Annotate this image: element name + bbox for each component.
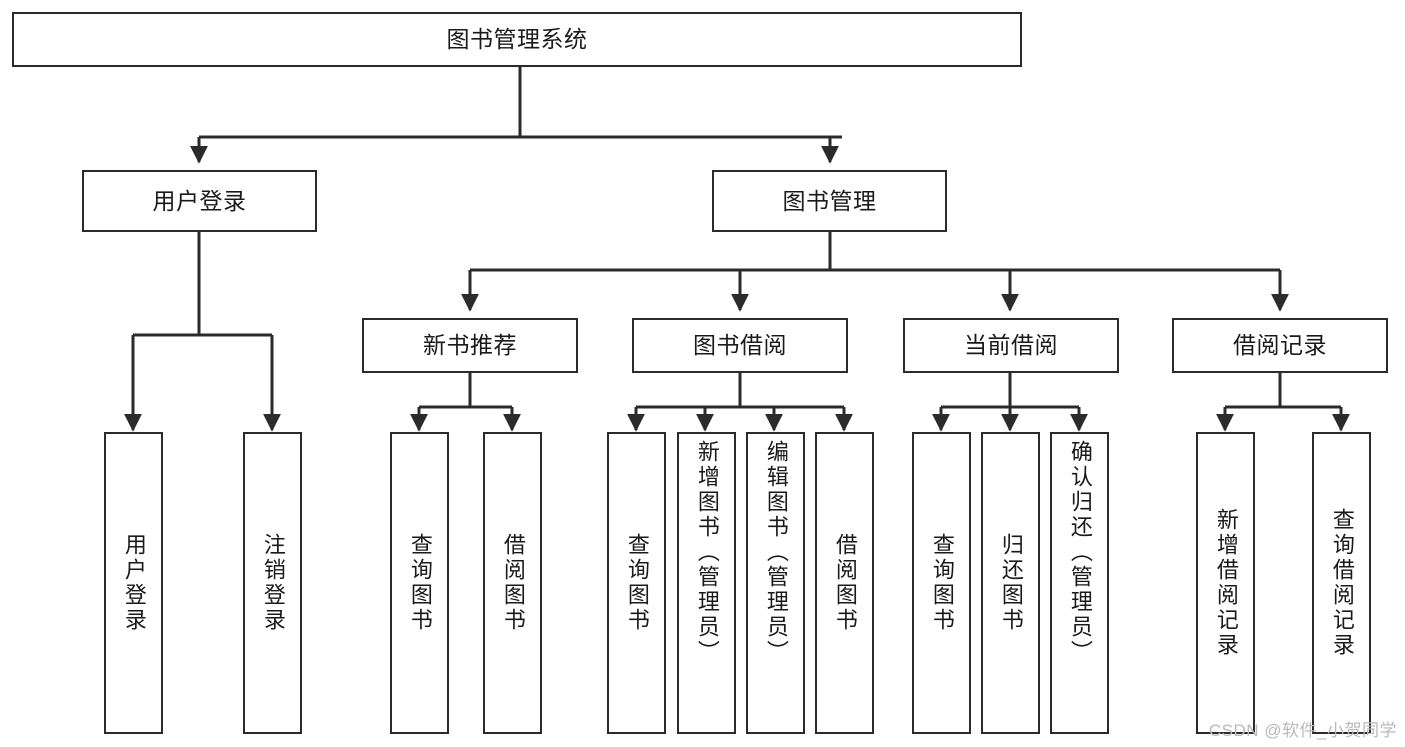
leaf-book-borrow-edit-label: 编辑图书（管理员）	[763, 440, 789, 665]
leaf-book-borrow-query[interactable]: 查询图书	[607, 432, 666, 734]
leaf-user-login-signin[interactable]: 用户登录	[104, 432, 163, 734]
node-book-borrow[interactable]: 图书借阅	[632, 318, 848, 373]
leaf-book-borrow-add-label: 新增图书（管理员）	[694, 440, 720, 665]
leaf-current-borrow-return-label: 归还图书	[998, 533, 1024, 633]
leaf-borrow-record-add[interactable]: 新增借阅记录	[1196, 432, 1255, 734]
node-user-login-label: 用户登录	[152, 187, 247, 214]
leaf-borrow-record-query[interactable]: 查询借阅记录	[1312, 432, 1371, 734]
leaf-borrow-record-add-label: 新增借阅记录	[1213, 508, 1239, 658]
node-current-borrow-label: 当前借阅	[964, 332, 1058, 359]
leaf-book-borrow-borrow[interactable]: 借阅图书	[815, 432, 874, 734]
leaf-borrow-record-query-label: 查询借阅记录	[1329, 508, 1355, 658]
node-book-borrow-label: 图书借阅	[693, 332, 787, 359]
leaf-current-borrow-return[interactable]: 归还图书	[981, 432, 1040, 734]
leaf-new-book-query-label: 查询图书	[407, 533, 433, 633]
leaf-user-login-signout-label: 注销登录	[260, 533, 286, 633]
node-new-book-recommend[interactable]: 新书推荐	[362, 318, 578, 373]
leaf-current-borrow-query[interactable]: 查询图书	[912, 432, 971, 734]
leaf-user-login-signout[interactable]: 注销登录	[243, 432, 302, 734]
node-book-management[interactable]: 图书管理	[712, 170, 947, 232]
node-current-borrow[interactable]: 当前借阅	[903, 318, 1119, 373]
leaf-current-borrow-query-label: 查询图书	[929, 533, 955, 633]
node-book-management-label: 图书管理	[782, 187, 877, 214]
csdn-watermark: CSDN @软件_小贺同学	[1208, 721, 1397, 740]
leaf-book-borrow-edit[interactable]: 编辑图书（管理员）	[746, 432, 805, 734]
node-borrow-record[interactable]: 借阅记录	[1172, 318, 1388, 373]
node-borrow-record-label: 借阅记录	[1233, 332, 1327, 359]
leaf-current-borrow-confirm[interactable]: 确认归还（管理员）	[1050, 432, 1109, 734]
leaf-book-borrow-query-label: 查询图书	[624, 533, 650, 633]
node-root[interactable]: 图书管理系统	[12, 12, 1022, 67]
leaf-user-login-signin-label: 用户登录	[121, 533, 147, 633]
leaf-new-book-borrow[interactable]: 借阅图书	[483, 432, 542, 734]
leaf-new-book-borrow-label: 借阅图书	[500, 533, 526, 633]
leaf-book-borrow-borrow-label: 借阅图书	[832, 533, 858, 633]
leaf-new-book-query[interactable]: 查询图书	[390, 432, 449, 734]
node-user-login[interactable]: 用户登录	[82, 170, 317, 232]
node-new-book-recommend-label: 新书推荐	[423, 332, 517, 359]
leaf-book-borrow-add[interactable]: 新增图书（管理员）	[677, 432, 736, 734]
node-root-label: 图书管理系统	[446, 26, 588, 53]
leaf-current-borrow-confirm-label: 确认归还（管理员）	[1067, 440, 1093, 665]
